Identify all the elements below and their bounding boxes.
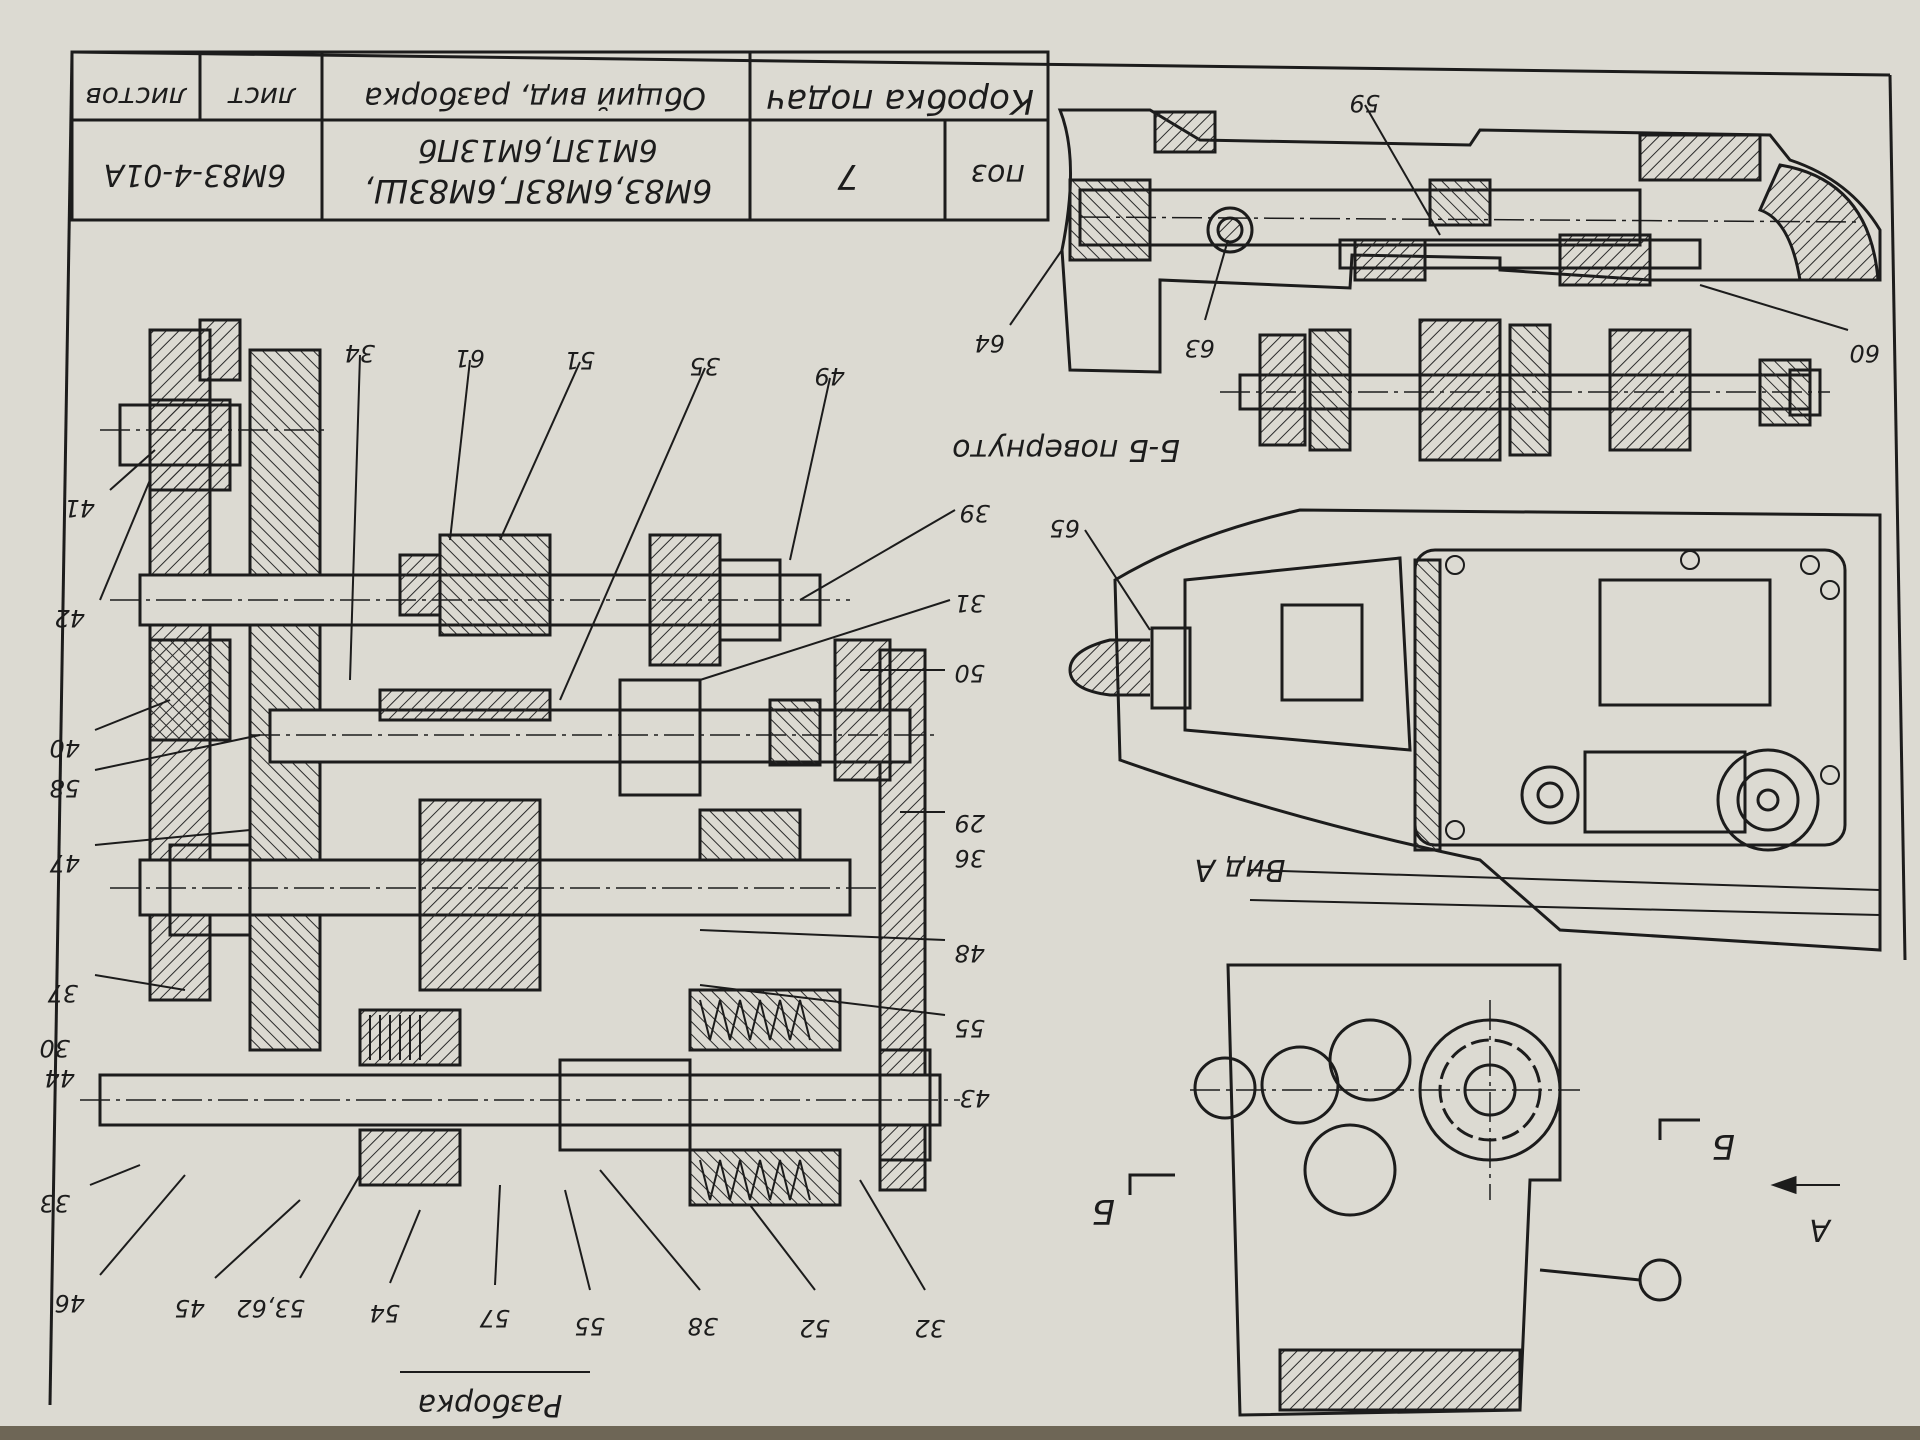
part-54: 54 [369,1299,400,1327]
part-40: 40 [49,734,80,762]
part-30: 30 [39,1034,70,1062]
part-42: 42 [54,604,85,632]
part-58: 58 [49,774,80,802]
part-64: 64 [974,329,1005,357]
view-a-labels: 65 Вид А [1049,514,1285,887]
part-32: 32 [914,1314,945,1342]
part-41: 41 [64,494,95,522]
part-53-62: 53,62 [236,1294,305,1322]
part-47: 47 [49,849,80,877]
part-39: 39 [959,499,990,527]
sheets-label: листов [85,81,187,114]
machine-models: 6М83,6М83Г,6М83Ш, [364,172,713,210]
part-50: 50 [954,659,985,687]
section-marker-b-left: Б [1092,1191,1115,1231]
part-43: 43 [959,1084,990,1112]
machine-models-2: 6М13П,6М13Пб [418,132,657,167]
position-label: поз [971,157,1025,192]
part-46: 46 [54,1289,85,1317]
sheet-label: лист [227,81,296,114]
part-57: 57 [479,1304,510,1332]
view-a-caption: Вид А [1195,852,1286,887]
part-31: 31 [954,589,985,617]
leader-lines [89,354,956,1291]
part-48: 48 [954,939,985,967]
part-36: 36 [954,844,985,872]
part-38: 38 [687,1312,718,1340]
drawing-code: 6М83-4-01А [104,157,287,192]
part-65: 65 [1049,514,1080,542]
main-section-labels: 34 61 51 35 49 39 31 50 29 36 48 55 43 4… [39,339,990,1422]
part-35: 35 [689,352,720,380]
position-value: 7 [837,156,859,196]
part-45: 45 [174,1294,205,1322]
section-bb-drawing [1057,108,1882,462]
part-59: 59 [1349,89,1380,117]
drawing-type: Общий вид, разборка [364,80,706,115]
end-view-drawing [1128,963,1840,1417]
part-52: 52 [799,1314,830,1342]
part-33: 33 [39,1189,70,1217]
section-bb-caption: Б-Б повернуто [952,432,1180,467]
part-49: 49 [814,362,845,390]
section-marker-b-right: Б [1712,1126,1735,1166]
title-block: Коробка подач Общий вид, разборка лист л… [70,50,1050,222]
view-marker-a: А [1809,1212,1832,1247]
part-37: 37 [47,979,78,1007]
view-a-drawing [1068,508,1882,952]
main-section-drawing [80,318,960,1207]
part-63: 63 [1184,334,1215,362]
end-view-labels: Б Б А [1092,1126,1832,1247]
drawing-frame [48,50,1907,1406]
part-60: 60 [1849,339,1880,367]
part-51: 51 [564,346,595,374]
assembly-name: Коробка подач [766,81,1034,121]
part-55-upper: 55 [954,1014,985,1042]
part-55-lower: 55 [574,1312,605,1340]
part-44: 44 [44,1064,75,1092]
part-29: 29 [954,809,985,837]
bottom-caption: Разборка [418,1387,563,1422]
section-bb-labels: 59 60 63 64 Б-Б повернуто [952,89,1880,467]
